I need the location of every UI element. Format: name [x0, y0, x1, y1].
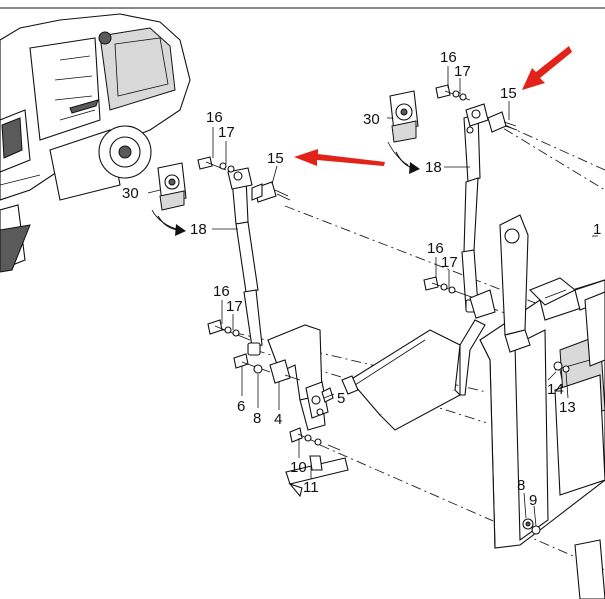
left-mid-hardware — [207, 319, 251, 341]
hardware-6-8 — [233, 353, 301, 384]
black-curved-arrow-left — [157, 215, 186, 236]
callout-4: 4 — [274, 411, 282, 428]
main-frame — [479, 214, 605, 599]
callout-16-left-mid: 16 — [213, 283, 230, 300]
red-arrow-top-right — [522, 46, 572, 90]
gas-spring-left — [227, 167, 291, 356]
callout-17-left-mid: 17 — [226, 298, 243, 315]
callout-15-left: 15 — [267, 150, 284, 167]
leader-lines — [147, 66, 598, 527]
bracket-plate — [267, 324, 334, 431]
tray — [341, 319, 486, 431]
callout-17-right-top: 17 — [454, 63, 471, 80]
lower-rod — [285, 455, 349, 498]
callout-18-left: 18 — [190, 221, 207, 238]
right-top-hardware — [435, 84, 471, 101]
callout-8-left: 8 — [253, 410, 261, 427]
callout-1: 1 — [593, 221, 601, 238]
black-curved-arrow-right — [395, 151, 420, 174]
callout-6: 6 — [237, 398, 245, 415]
callout-16-right-low: 16 — [427, 240, 444, 257]
callout-15-right-top: 15 — [500, 85, 517, 102]
hardware-13-14 — [547, 361, 570, 381]
detail-inset-left — [151, 162, 187, 231]
machine-illustration — [0, 13, 191, 273]
callout-9: 9 — [529, 492, 537, 509]
callout-17-right-low: 17 — [441, 254, 458, 271]
callout-16-left-top: 16 — [206, 109, 223, 126]
detail-inset-right — [387, 90, 419, 166]
callout-18-right: 18 — [425, 159, 442, 176]
callout-8-right: 8 — [517, 477, 525, 494]
right-low-hardware — [423, 276, 496, 319]
callout-11: 11 — [303, 479, 319, 496]
callout-14: 14 — [547, 381, 564, 398]
callout-labels: 16 17 15 30 18 16 17 6 8 4 5 10 11 16 17… — [122, 49, 601, 509]
callout-16-right-top: 16 — [440, 49, 457, 66]
left-top-hardware — [197, 156, 235, 173]
callout-30-right: 30 — [363, 111, 380, 128]
callout-5: 5 — [337, 390, 345, 407]
gas-spring-right — [461, 103, 518, 313]
hardware-10 — [289, 427, 341, 451]
callout-13: 13 — [559, 399, 576, 416]
callout-30-left: 30 — [122, 185, 139, 202]
callout-17-left-top: 17 — [218, 124, 235, 141]
callout-10: 10 — [290, 459, 307, 476]
red-arrow-center — [294, 149, 385, 166]
